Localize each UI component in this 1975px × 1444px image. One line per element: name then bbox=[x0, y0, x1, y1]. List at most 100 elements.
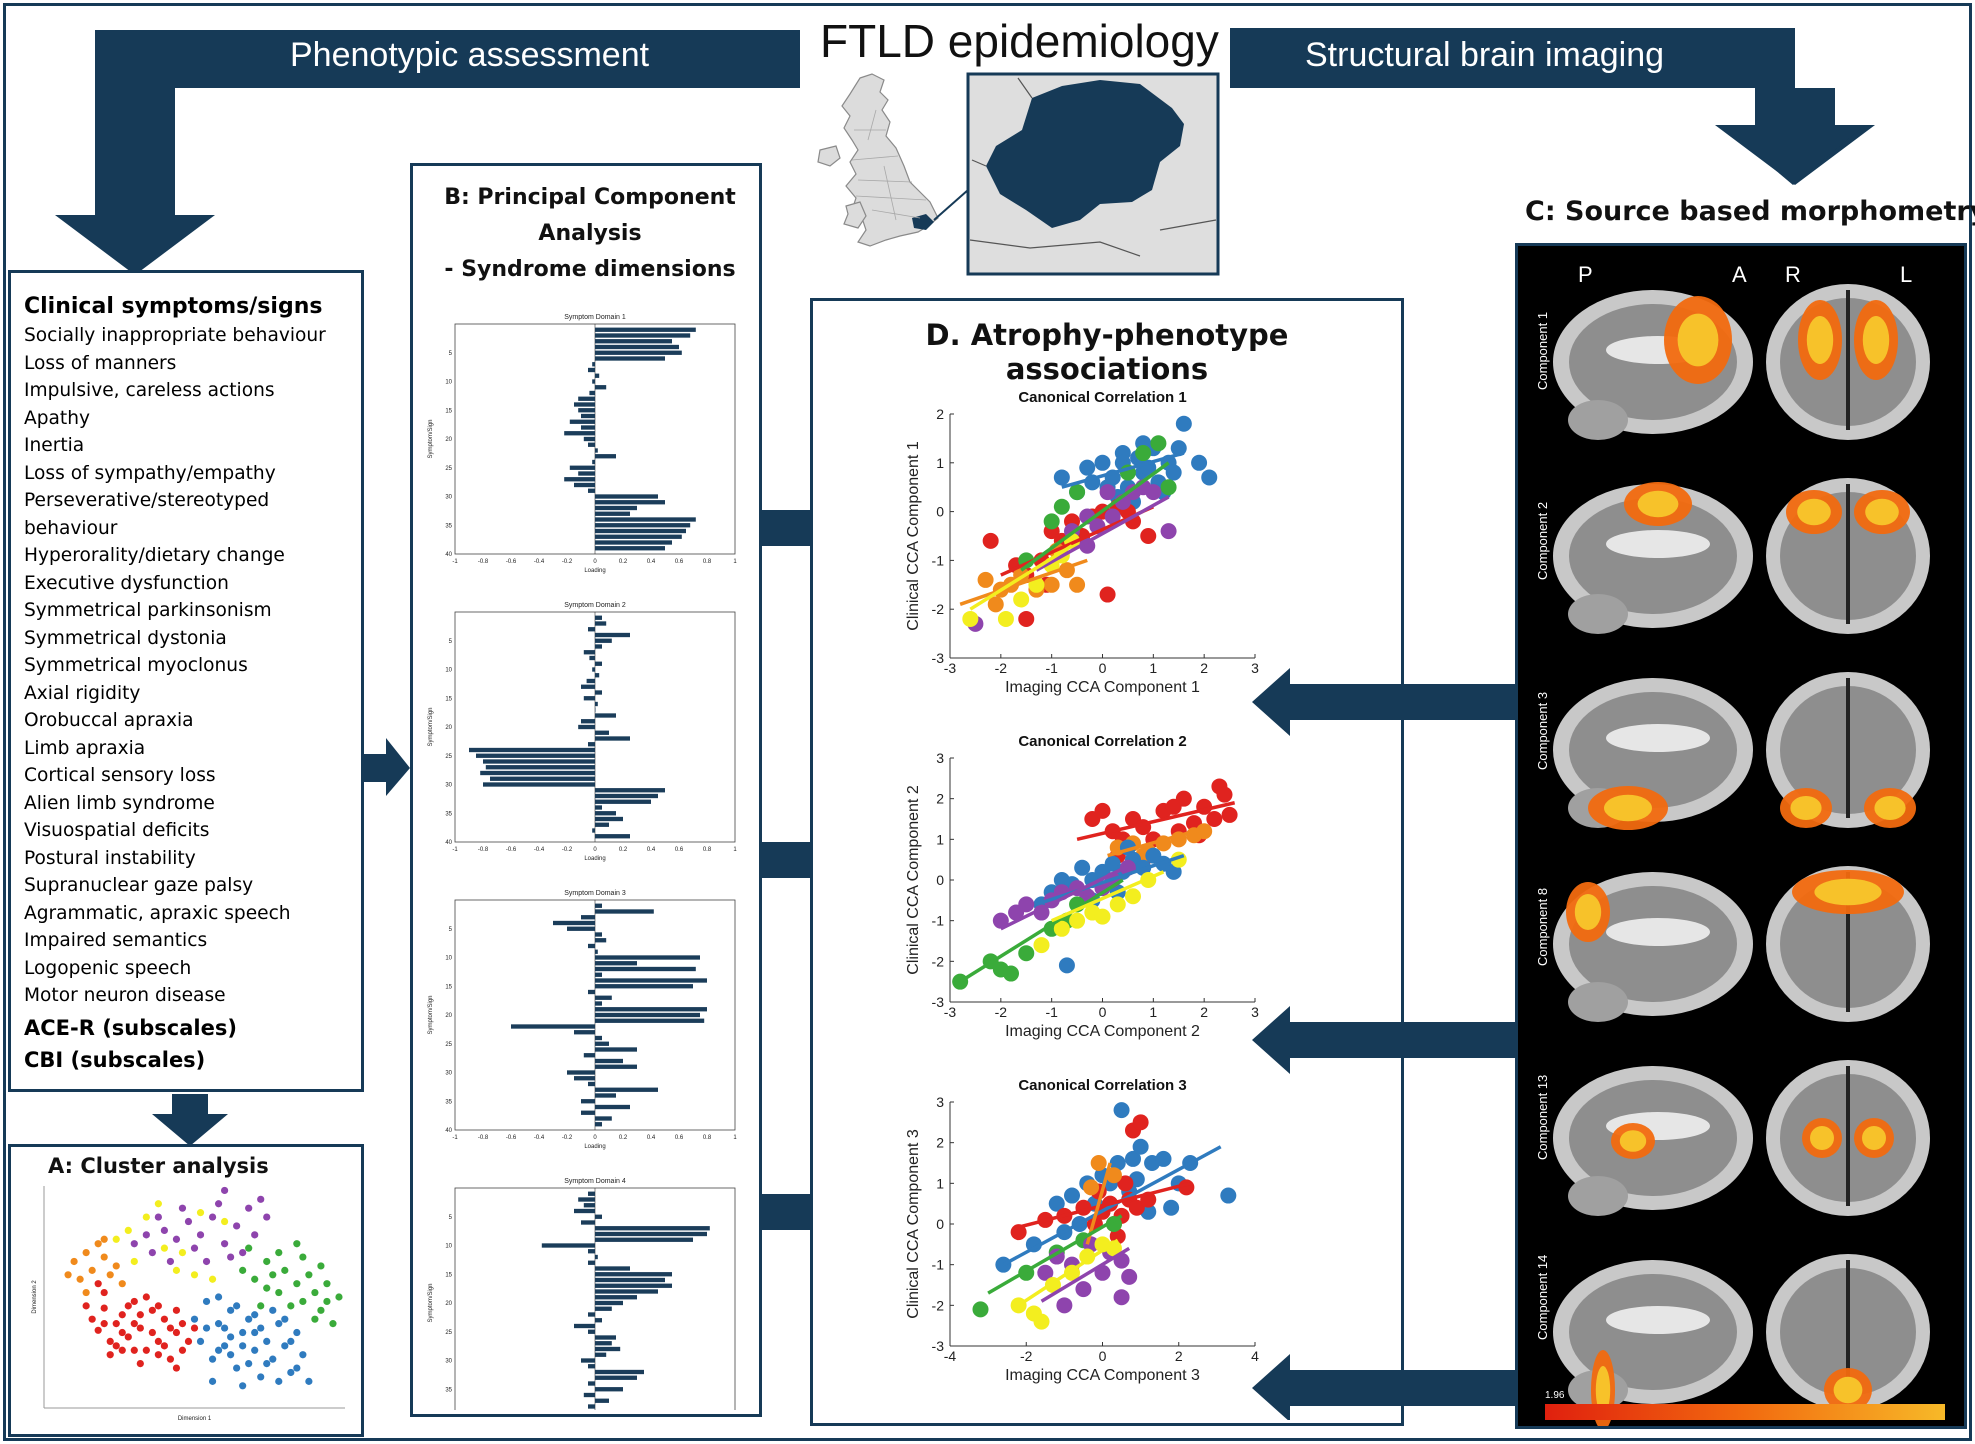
cca-y-tick: 0 bbox=[936, 1216, 944, 1232]
pca-bar bbox=[592, 828, 595, 833]
pca-bar bbox=[595, 690, 602, 695]
cca-point bbox=[1132, 1114, 1149, 1131]
symptom-item: Logopenic speech bbox=[24, 957, 192, 979]
cluster-point bbox=[136, 1324, 144, 1332]
cluster-point bbox=[214, 1293, 223, 1301]
cluster-point bbox=[263, 1257, 271, 1266]
symptom-item: Impaired semantics bbox=[24, 930, 208, 951]
pca-bar bbox=[595, 1041, 609, 1046]
pca-x-tick: 0.4 bbox=[647, 847, 656, 853]
cluster-point bbox=[293, 1280, 301, 1288]
pca-bar bbox=[595, 344, 679, 350]
pca-y-tick: 30 bbox=[445, 1359, 452, 1365]
symptom-item: Symmetrical myoclonus bbox=[24, 655, 248, 676]
pca-bar bbox=[595, 339, 672, 344]
pca-bar bbox=[595, 816, 623, 822]
cluster-point bbox=[172, 1235, 181, 1243]
pca-bar bbox=[595, 1352, 607, 1357]
cca-point bbox=[1109, 1155, 1126, 1171]
sbm-activation-core bbox=[1797, 498, 1831, 526]
pca-bar bbox=[595, 1226, 710, 1231]
cca-x-tick: 3 bbox=[1251, 1004, 1259, 1020]
pca-x-tick: 0.2 bbox=[619, 559, 628, 565]
cca-y-tick: 3 bbox=[936, 1094, 944, 1110]
pca-bar bbox=[595, 373, 600, 378]
corpus-callosum bbox=[1606, 1306, 1710, 1334]
cluster-y-label: Dimension 2 bbox=[32, 1280, 38, 1314]
cca-x-tick: 2 bbox=[1200, 660, 1208, 676]
pca-y-tick: 5 bbox=[449, 927, 453, 933]
pca-bar bbox=[595, 1087, 658, 1092]
cluster-point bbox=[70, 1257, 78, 1266]
pca-bar bbox=[595, 984, 693, 989]
cluster-point bbox=[142, 1293, 150, 1301]
cluster-point bbox=[233, 1364, 241, 1372]
cluster-point bbox=[130, 1257, 138, 1266]
cluster-point bbox=[118, 1328, 126, 1337]
pca-bar bbox=[595, 1306, 612, 1311]
cluster-point bbox=[112, 1320, 120, 1328]
cca-x-tick: 1 bbox=[1149, 660, 1157, 676]
cca-x-tick: -1 bbox=[1045, 660, 1058, 676]
symptom-item: Apathy bbox=[24, 407, 90, 429]
pca-bar bbox=[490, 776, 595, 781]
cca-y-tick: 1 bbox=[936, 455, 944, 471]
pca-bar bbox=[581, 1110, 595, 1115]
cca-point bbox=[1178, 1179, 1195, 1196]
pca-y-tick: 15 bbox=[445, 696, 452, 702]
pca-y-tick: 40 bbox=[445, 1128, 452, 1134]
symptom-item: Supranuclear gaze palsy bbox=[24, 875, 254, 896]
component-8-label: Component 8 bbox=[1535, 887, 1550, 966]
east-england-region bbox=[912, 214, 934, 230]
sbm-brain-slices bbox=[1553, 284, 1930, 1426]
uk-map bbox=[817, 72, 1220, 276]
pca-bar bbox=[595, 333, 691, 338]
cluster-point bbox=[281, 1315, 289, 1323]
cluster-point bbox=[64, 1271, 72, 1279]
cca-point bbox=[1206, 811, 1223, 827]
pca-y-tick: 5 bbox=[449, 1215, 453, 1221]
cca-point bbox=[1094, 802, 1111, 819]
pca-bar bbox=[595, 1375, 637, 1380]
pca-x-label: Loading bbox=[584, 568, 605, 574]
pca-x-tick: -1 bbox=[452, 847, 458, 853]
brain-row bbox=[1553, 672, 1930, 830]
cluster-point bbox=[154, 1351, 162, 1359]
pca-bar bbox=[574, 1323, 595, 1329]
county-lines bbox=[851, 109, 927, 221]
pca-bar bbox=[595, 793, 658, 799]
cluster-point bbox=[329, 1320, 337, 1328]
cluster-point bbox=[112, 1342, 120, 1350]
pca-x-tick: -0.2 bbox=[562, 559, 573, 565]
arrow-to-pca bbox=[362, 738, 410, 796]
pca-bar bbox=[595, 903, 602, 908]
pca-bar bbox=[588, 1329, 595, 1334]
pca-bar bbox=[588, 989, 595, 995]
pca-bar bbox=[588, 1364, 595, 1369]
pca-bar bbox=[595, 1047, 637, 1052]
pca-bar bbox=[588, 627, 595, 632]
symptom-item: Loss of sympathy/empathy bbox=[24, 462, 276, 484]
pca-bar bbox=[588, 1381, 595, 1386]
pca-bar bbox=[567, 926, 595, 931]
pca-title: B: Principal Component Analysis - Syndro… bbox=[430, 180, 750, 288]
posterior-label: P bbox=[1578, 262, 1593, 287]
pca-bar bbox=[595, 834, 630, 839]
cca-point bbox=[1074, 859, 1091, 876]
cluster-point bbox=[184, 1337, 193, 1345]
pca-bar bbox=[589, 655, 595, 661]
cluster-point bbox=[214, 1346, 223, 1354]
cca-fit-line bbox=[1035, 853, 1185, 907]
pca-bar bbox=[595, 615, 602, 620]
cca-y-tick: 1 bbox=[936, 1175, 944, 1191]
pca-bar bbox=[595, 1064, 637, 1069]
clinical-symptoms-box bbox=[8, 270, 364, 1092]
northern-ireland-outline bbox=[817, 145, 841, 167]
cluster-point bbox=[239, 1382, 247, 1390]
cca-point bbox=[1094, 454, 1111, 471]
symptom-item: Axial rigidity bbox=[24, 682, 141, 704]
cluster-point bbox=[293, 1364, 301, 1372]
pca-bar bbox=[595, 1300, 623, 1306]
symptom-item: Postural instability bbox=[24, 847, 196, 869]
cca-y-tick: -3 bbox=[932, 650, 945, 666]
